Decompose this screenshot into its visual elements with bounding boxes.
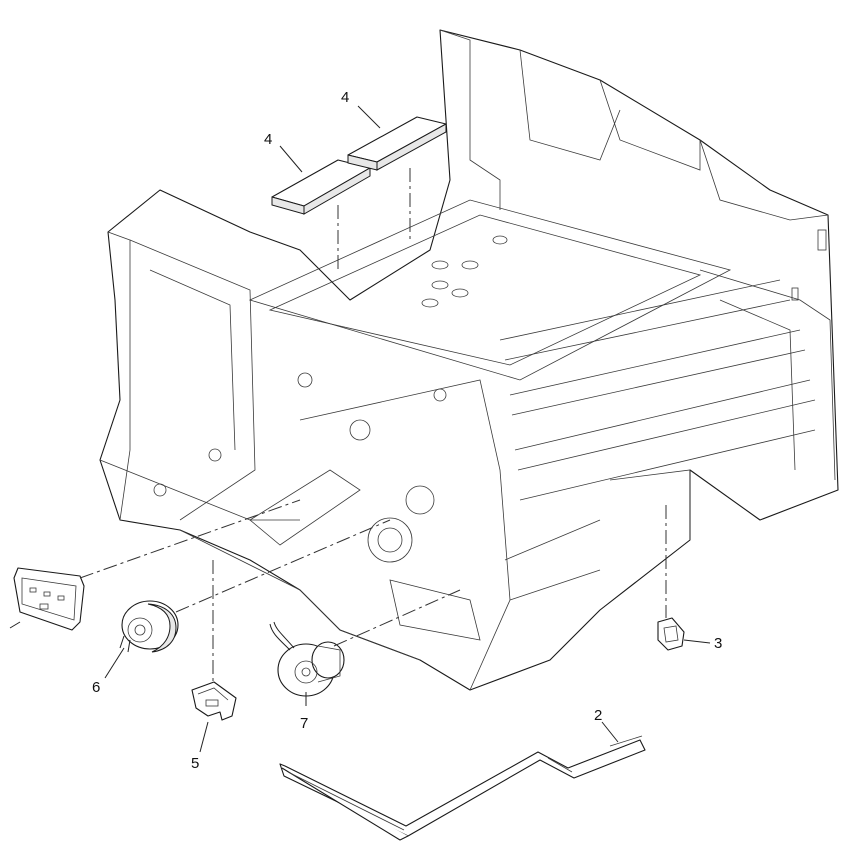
callout-leaders xyxy=(9,105,711,753)
part-sensor-board xyxy=(13,567,85,631)
assembly-guide-lines xyxy=(79,168,667,682)
part-5-bracket xyxy=(191,681,237,721)
part-4-right-pad xyxy=(347,116,447,171)
part-6-motor xyxy=(119,600,179,653)
callout-5: 5 xyxy=(191,755,199,772)
part-3-clip xyxy=(657,617,685,651)
part-2-flat-cable xyxy=(279,735,646,841)
printer-chassis-frame xyxy=(99,29,839,691)
callout-4-left: 4 xyxy=(264,131,272,148)
callout-labels: 4 4 6 7 5 3 2 xyxy=(92,89,722,772)
callout-4-right: 4 xyxy=(341,89,349,106)
callout-7: 7 xyxy=(300,715,308,732)
callout-6: 6 xyxy=(92,679,100,696)
callout-2: 2 xyxy=(594,707,602,724)
part-7-gear-motor xyxy=(269,621,345,697)
callout-3: 3 xyxy=(714,635,722,652)
part-4-left-pad xyxy=(271,159,371,215)
